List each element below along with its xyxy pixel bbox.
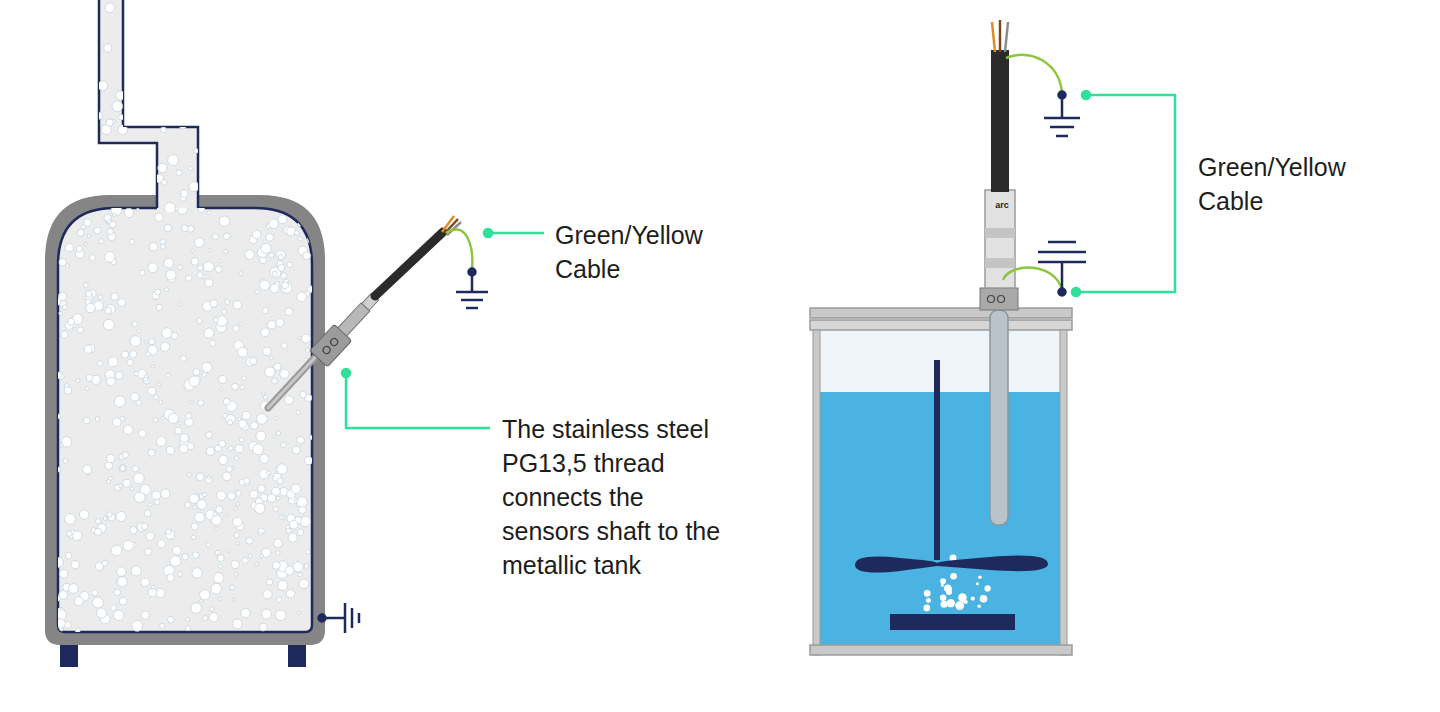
ph-sensor [980, 20, 1062, 525]
brand-logo: arc [989, 200, 1015, 210]
metal-tank [45, 0, 325, 667]
leader-bracket [1072, 91, 1175, 296]
ground-symbol [456, 269, 488, 309]
glass-vessel [810, 308, 1072, 655]
ground-symbol [1038, 92, 1086, 296]
callout-label-text: Green/Yellow Cable [1198, 150, 1378, 218]
ground-symbol [319, 603, 360, 633]
ph-sensor [268, 216, 472, 408]
callout-label: Green/Yellow Cable [1198, 150, 1378, 218]
brand-logo-text: arc [989, 200, 1015, 210]
callout-label: Green/Yellow Cable [555, 218, 735, 286]
leader-line [342, 229, 544, 428]
callout-label: The stainless steel PG13,5 thread connec… [502, 412, 738, 582]
callout-label-text: The stainless steel PG13,5 thread connec… [502, 412, 738, 582]
callout-label-text: Green/Yellow Cable [555, 218, 735, 286]
